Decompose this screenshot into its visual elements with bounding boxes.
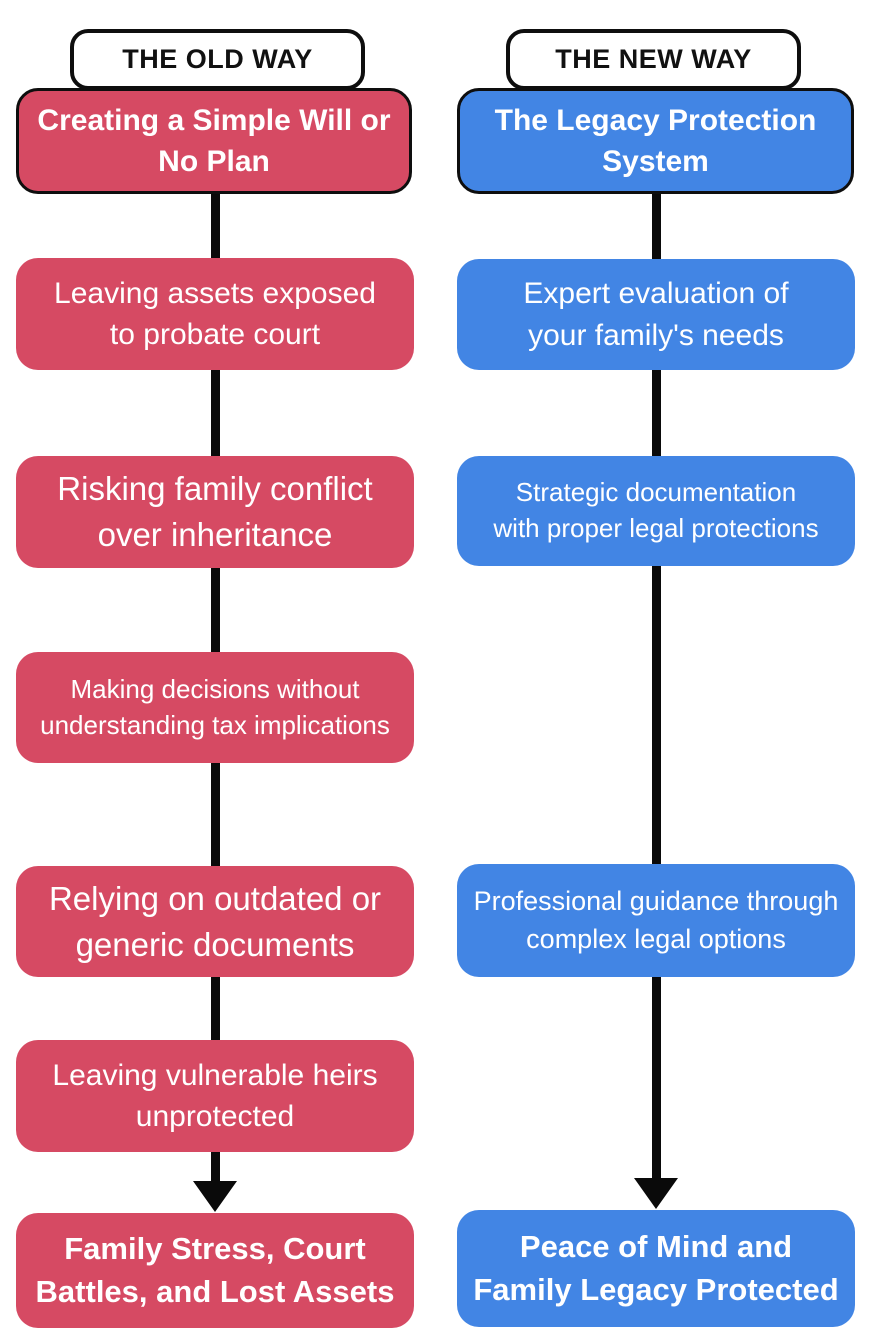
text-line: Risking family conflict [57, 470, 373, 508]
text-line: Leaving assets exposed [54, 276, 376, 310]
old-way-box-tax-implications: Making decisions without understanding t… [16, 652, 414, 763]
old-way-box-probate: Leaving assets exposed to probate court [16, 258, 414, 370]
text-line: complex legal options [526, 923, 786, 954]
text-line: over inheritance [97, 516, 333, 553]
old-way-box-outdated-documents: Relying on outdated or generic documents [16, 866, 414, 977]
text-line: The Legacy Protection [494, 103, 817, 137]
new-way-box-expert-evaluation: Expert evaluation of your family's needs [457, 259, 855, 370]
old-way-header: THE OLD WAY [70, 29, 365, 90]
text-line: Making decisions without [70, 673, 360, 704]
text-line: Expert evaluation of [523, 277, 789, 311]
old-way-arrowhead-icon [193, 1181, 237, 1212]
text-line: Family Stress, Court [64, 1230, 366, 1266]
text-line: System [602, 145, 709, 178]
old-way-box-outcome: Family Stress, Court Battles, and Lost A… [16, 1213, 414, 1328]
new-way-header: THE NEW WAY [506, 29, 801, 90]
new-way-box-professional-guidance: Professional guidance through complex le… [457, 864, 855, 977]
old-way-header-label: THE OLD WAY [122, 44, 313, 74]
text-line: Professional guidance through [473, 886, 839, 917]
text-line: generic documents [75, 925, 355, 963]
new-way-arrowhead-icon [634, 1178, 678, 1209]
text-line: Battles, and Lost Assets [35, 1273, 395, 1309]
text-line: Family Legacy Protected [473, 1271, 839, 1307]
text-line: No Plan [158, 145, 270, 178]
text-line: with proper legal protections [493, 513, 819, 543]
text-line: unprotected [135, 1100, 295, 1133]
old-way-box-simple-will: Creating a Simple Will or No Plan [16, 88, 412, 194]
new-way-box-outcome: Peace of Mind and Family Legacy Protecte… [457, 1210, 855, 1327]
text-line: Leaving vulnerable heirs [52, 1058, 378, 1092]
text-line: your family's needs [528, 318, 784, 352]
text-line: to probate court [109, 318, 321, 351]
old-way-box-family-conflict: Risking family conflict over inheritance [16, 456, 414, 568]
new-way-box-strategic-documentation: Strategic documentation with proper lega… [457, 456, 855, 566]
text-line: understanding tax implications [40, 709, 390, 740]
new-way-box-legacy-system: The Legacy Protection System [457, 88, 854, 194]
old-way-box-vulnerable-heirs: Leaving vulnerable heirs unprotected [16, 1040, 414, 1152]
text-line: Relying on outdated or [48, 879, 382, 917]
text-line: Strategic documentation [515, 477, 797, 508]
new-way-flow-line [652, 185, 661, 1180]
text-line: Peace of Mind and [519, 1228, 793, 1264]
text-line: Creating a Simple Will or [37, 103, 391, 137]
new-way-header-label: THE NEW WAY [555, 44, 752, 74]
